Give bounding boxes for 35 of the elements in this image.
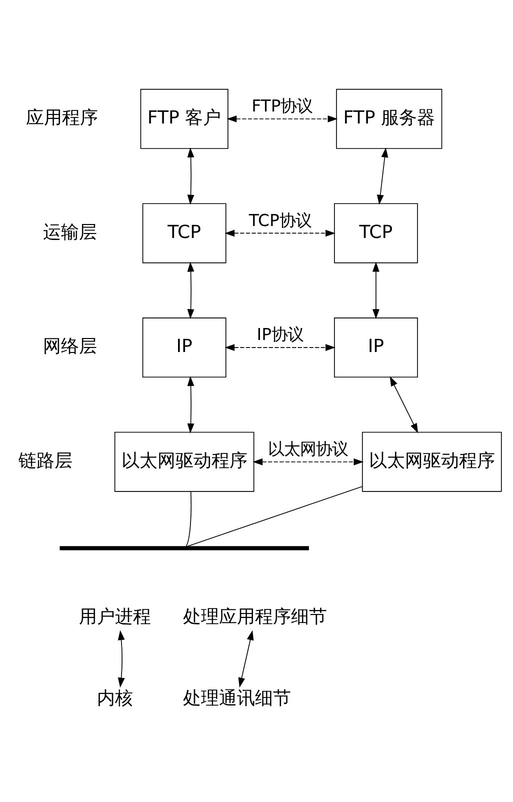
node-box: IP (142, 318, 226, 378)
arrow (187, 376, 194, 434)
edge-label: IP协议 (256, 325, 304, 344)
arrow (376, 148, 388, 205)
arrow (226, 115, 338, 122)
node-text: 用户进程 (79, 606, 152, 628)
node-text: 内核 (97, 688, 134, 710)
arrow (224, 344, 336, 351)
node-text: 处理应用程序细节 (183, 606, 328, 628)
edge-label: 以太网协议 (268, 439, 348, 458)
node-box: FTP 客户 (140, 88, 228, 149)
label: 运输层 (43, 222, 98, 243)
label: 链路层 (18, 450, 72, 472)
arrow (238, 630, 254, 688)
arrow (224, 230, 336, 237)
arrow (118, 630, 125, 688)
arrow (187, 262, 194, 320)
arrow (187, 148, 194, 205)
connector (186, 491, 192, 547)
node-box: 以太网驱动程序 (114, 432, 254, 492)
node-box: TCP (334, 203, 418, 264)
edge-label: FTP协议 (252, 96, 313, 116)
node-box: TCP (142, 203, 226, 264)
node-box: 以太网驱动程序 (362, 432, 502, 492)
node-box: FTP 服务器 (336, 88, 442, 149)
label: 网络层 (43, 336, 98, 358)
arrow (390, 376, 418, 434)
arrow (372, 262, 380, 320)
arrow (252, 458, 364, 466)
node-box: IP (334, 318, 418, 378)
label: 应用程序 (26, 108, 98, 129)
edge-label: TCP协议 (248, 210, 312, 230)
connector (186, 486, 363, 547)
node-text: 处理通讯细节 (182, 688, 291, 710)
node-bar (60, 546, 309, 550)
